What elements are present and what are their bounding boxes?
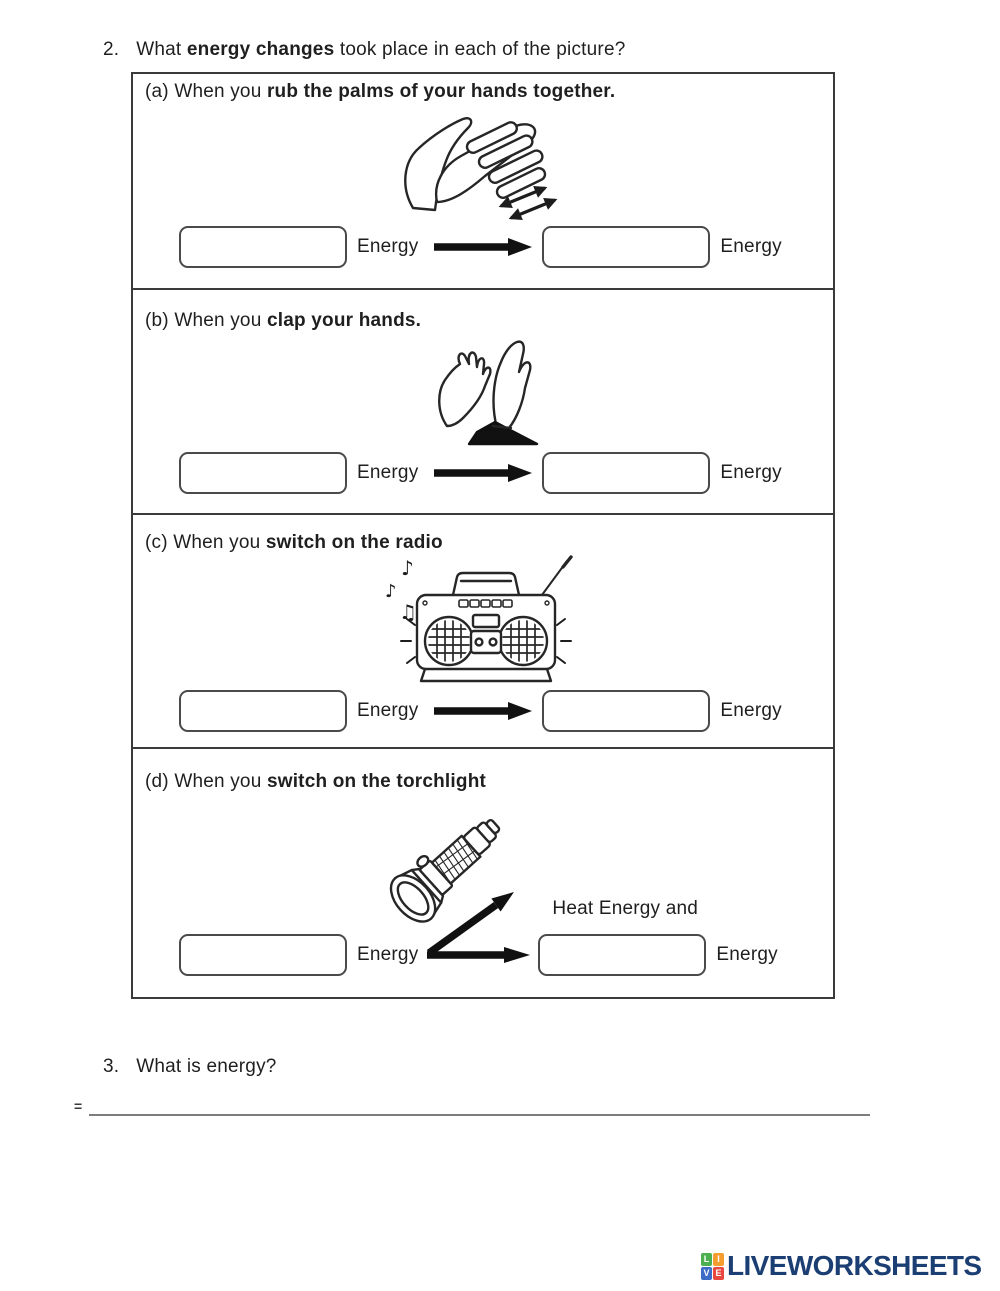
answer-blank-line[interactable] (89, 1096, 870, 1116)
logo-tile: I (713, 1252, 724, 1266)
logo-tile: L (701, 1252, 712, 1266)
energy-changes-table: (a) When you rub the palms of your hands… (131, 72, 835, 999)
answer-input-b-left[interactable] (179, 452, 347, 494)
liveworksheets-logo-icon: L I V E (701, 1252, 724, 1280)
row-a-answer-line: Energy Energy (179, 226, 782, 268)
svg-text:♫: ♫ (399, 600, 417, 624)
row-a-header: (a) When you rub the palms of your hands… (145, 81, 616, 102)
answer-input-c-right[interactable] (542, 690, 711, 732)
liveworksheets-logo[interactable]: L I V E LIVEWORKSHEETS (701, 1252, 982, 1280)
logo-tile: E (713, 1266, 724, 1280)
music-notes-icon: ♪ ♪ ♫ (385, 556, 417, 624)
motion-arrows-icon (498, 185, 558, 221)
energy-label: Energy (720, 236, 782, 257)
table-row-b: (b) When you clap your hands. Energy Ene… (133, 290, 833, 515)
liveworksheets-wordmark: LIVEWORKSHEETS (727, 1250, 982, 1281)
energy-label: Energy (720, 462, 782, 483)
radio-image: ♪ ♪ ♫ (385, 555, 573, 683)
energy-label: Energy (720, 700, 782, 721)
clapping-hands-image (438, 340, 539, 446)
table-row-a: (a) When you rub the palms of your hands… (133, 74, 833, 290)
row-b-header: (b) When you clap your hands. (145, 310, 422, 331)
energy-label: Energy (716, 944, 778, 965)
question-3-number: 3. (103, 1056, 120, 1077)
row-c-header: (c) When you switch on the radio (145, 532, 443, 553)
answer-input-c-left[interactable] (179, 690, 347, 732)
logo-tile: V (701, 1266, 712, 1280)
answer-input-a-left[interactable] (179, 226, 347, 268)
rubbing-hands-image (404, 117, 558, 221)
energy-label: Energy (357, 944, 419, 965)
energy-label: Energy (357, 700, 419, 721)
arrow-right-icon (434, 702, 533, 720)
question-2-number: 2. (103, 39, 120, 60)
energy-label: Energy (357, 236, 419, 257)
row-d-branch-targets: Heat Energy and Energy (538, 898, 778, 976)
question-3-text: What is energy? (136, 1056, 277, 1077)
table-row-c: (c) When you switch on the radio (133, 515, 833, 749)
arrow-right-icon (434, 464, 533, 482)
arrow-right-icon (434, 238, 533, 256)
question-2: 2. What energy changes took place in eac… (103, 39, 626, 61)
answer-input-d-right[interactable] (538, 934, 707, 976)
row-c-answer-line: Energy Energy (179, 690, 782, 732)
svg-text:♪: ♪ (401, 556, 414, 580)
table-row-d: (d) When you switch on the torchlight (133, 749, 833, 997)
energy-label: Energy (357, 462, 419, 483)
equals-sign: = (74, 1098, 83, 1114)
question-2-text: What energy changes took place in each o… (136, 39, 626, 60)
answer-input-a-right[interactable] (542, 226, 711, 268)
question-3: 3. What is energy? (103, 1056, 277, 1078)
svg-text:♪: ♪ (385, 581, 397, 602)
torchlight-image (389, 819, 501, 923)
row-d-answer-line: Energy Heat Energy and Energy (179, 888, 778, 976)
row-b-answer-line: Energy Energy (179, 452, 782, 494)
answer-input-d-left[interactable] (179, 934, 347, 976)
row-d-header: (d) When you switch on the torchlight (145, 771, 487, 792)
branch-arrows-icon (427, 892, 531, 963)
answer-input-b-right[interactable] (542, 452, 711, 494)
heat-energy-label: Heat Energy and (552, 898, 698, 919)
sound-lines-icon (400, 618, 572, 664)
